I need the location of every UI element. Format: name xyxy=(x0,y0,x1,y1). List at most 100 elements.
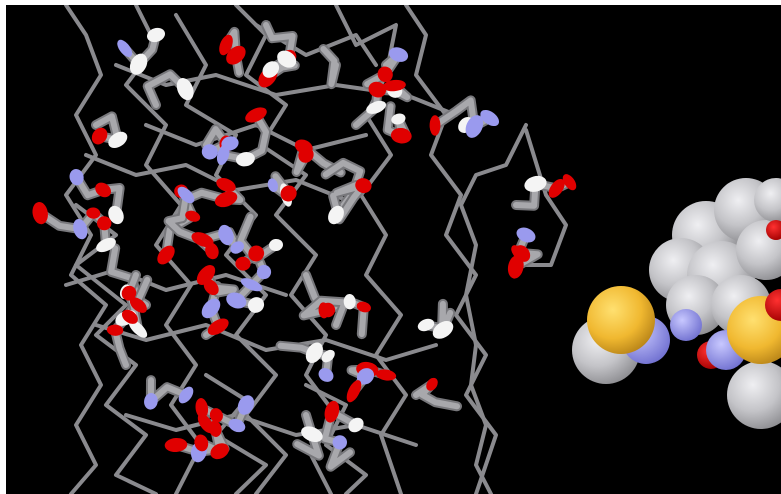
hydrogen-atom xyxy=(417,318,435,332)
stick-atoms xyxy=(32,27,577,463)
oxygen-atom xyxy=(185,210,201,222)
stick-bond-highlight xyxy=(147,377,189,405)
nitrogen-atom xyxy=(332,435,347,450)
nitrogen-atom xyxy=(73,218,88,240)
oxygen-atom xyxy=(106,324,124,336)
oxygen-atom xyxy=(324,400,340,423)
backbone-trace xyxy=(64,5,568,494)
hydrogen-atom xyxy=(128,319,148,338)
oxygen-atom xyxy=(208,420,222,437)
oxygen-atom xyxy=(210,443,229,460)
backbone-segment xyxy=(64,5,108,494)
nitrogen-atom xyxy=(226,292,247,309)
nitrogen-atom xyxy=(177,186,195,204)
hydrogen-atom xyxy=(305,342,323,364)
stick-bond-highlight xyxy=(93,113,121,143)
stick-bond-highlight xyxy=(300,297,348,328)
oxygen-atom xyxy=(209,408,223,423)
oxygen-atom xyxy=(248,245,265,262)
hydrogen-atom xyxy=(343,294,356,310)
oxygen-atom xyxy=(377,66,393,83)
stick-bond-highlight xyxy=(320,46,339,88)
oxygen-atom xyxy=(191,232,214,248)
stick-bond-highlight xyxy=(263,22,296,61)
nitrogen-atom xyxy=(117,39,133,57)
nitrogen-atom xyxy=(240,278,263,292)
hydrogen-atom xyxy=(321,349,335,363)
nitrogen-atom xyxy=(218,224,234,246)
molecule-scene[interactable] xyxy=(6,5,781,494)
oxygen-atom xyxy=(245,107,267,123)
oxygen-atom xyxy=(507,255,524,279)
backbone-segment xyxy=(459,123,528,494)
hydrogen-atom xyxy=(146,27,166,43)
backbone-segment xyxy=(124,5,203,494)
stick-bond-highlight xyxy=(413,381,460,410)
oxygen-atom xyxy=(280,185,297,202)
backbone-segment xyxy=(124,413,418,447)
nitrogen-atom xyxy=(318,368,334,382)
nitrogen-atom xyxy=(256,264,272,280)
nitrogen-atom xyxy=(201,298,221,319)
oxygen-atom xyxy=(562,174,577,191)
oxygen-atom xyxy=(214,191,238,208)
hydrogen-atom xyxy=(432,321,454,339)
hydrogen-atom xyxy=(524,175,547,192)
oxygen-atom xyxy=(356,301,371,313)
nitrogen-atom xyxy=(144,393,158,410)
oxygen-atom xyxy=(226,45,246,65)
oxygen-atom xyxy=(235,256,251,271)
hydrogen-atom xyxy=(366,100,387,114)
nitrogen-atom xyxy=(216,144,230,166)
oxygen-atom xyxy=(129,297,147,313)
backbone-segment xyxy=(84,153,348,202)
hydrogen-atom xyxy=(129,53,148,75)
nitrogen-sphere xyxy=(670,309,702,341)
hydrogen-atom xyxy=(348,417,364,433)
backbone-segment xyxy=(514,128,568,267)
oxygen-atom xyxy=(157,245,175,265)
nitrogen-atom xyxy=(388,47,409,62)
oxygen-atom xyxy=(514,245,531,262)
oxygen-sphere xyxy=(766,220,781,240)
oxygen-atom xyxy=(355,178,372,194)
nitrogen-atom xyxy=(267,178,279,193)
oxygen-atom xyxy=(207,318,229,336)
hydrogen-atom xyxy=(269,238,283,252)
oxygen-atom xyxy=(205,242,219,260)
hydrogen-atom xyxy=(108,131,128,148)
oxygen-atom xyxy=(95,182,111,198)
nitrogen-atom xyxy=(201,144,218,160)
stick-bond-highlight xyxy=(364,51,402,88)
nitrogen-atom xyxy=(228,418,246,433)
oxygen-atom xyxy=(368,81,387,98)
hydrogen-atom xyxy=(176,78,194,101)
oxygen-atom xyxy=(375,369,397,381)
nitrogen-atom xyxy=(465,115,484,138)
hydrogen-atom xyxy=(247,297,265,313)
hydrogen-atom xyxy=(96,237,116,253)
stick-bond-highlight xyxy=(294,412,322,459)
oxygen-atom xyxy=(195,398,209,419)
oxygen-atom xyxy=(32,201,48,225)
oxygen-atom xyxy=(91,127,108,145)
nitrogen-atom xyxy=(356,368,375,385)
render-canvas[interactable] xyxy=(6,5,781,494)
backbone-segment xyxy=(404,5,498,494)
hydrogen-atom xyxy=(108,205,124,225)
oxygen-atom xyxy=(219,34,233,56)
hydrogen-atom xyxy=(301,426,323,443)
oxygen-atom xyxy=(382,79,406,92)
oxygen-atom xyxy=(346,380,362,403)
oxygen-atom xyxy=(86,207,101,219)
oxygen-atom xyxy=(548,178,565,198)
backbone-segment xyxy=(144,123,368,152)
carbon-sphere xyxy=(754,178,781,222)
hydrogen-atom xyxy=(235,151,255,167)
oxygen-sphere xyxy=(765,289,781,321)
oxygen-atom xyxy=(194,434,209,452)
nitrogen-atom xyxy=(178,386,194,404)
carbon-sphere xyxy=(727,361,781,429)
oxygen-atom xyxy=(121,309,138,324)
